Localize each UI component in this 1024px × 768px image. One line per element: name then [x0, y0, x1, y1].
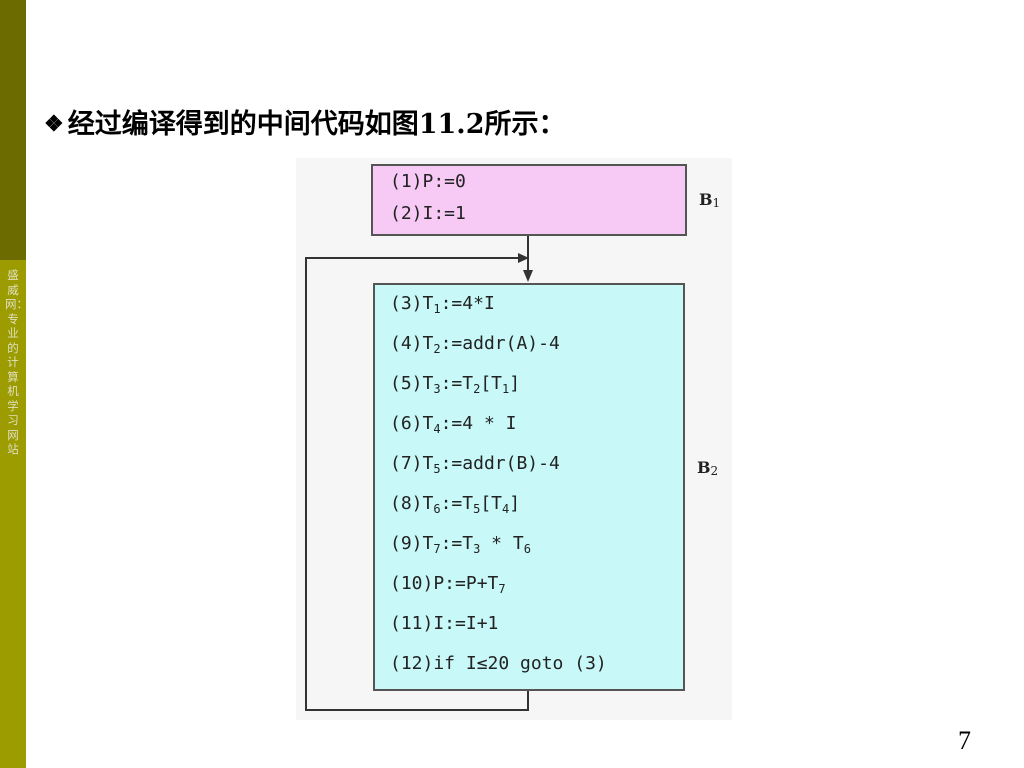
code-line-9: (9)T7:=T3 * T6: [390, 532, 531, 556]
code-subscript: 3: [433, 382, 441, 396]
code-subscript: 4: [433, 422, 441, 436]
code-text: :=4*I: [440, 293, 495, 314]
code-line-12: (12)if I≤20 goto (3): [390, 652, 607, 676]
code-text: (7)T: [390, 453, 434, 474]
code-subscript: 7: [498, 582, 506, 596]
loop-back-edge: [305, 257, 529, 711]
code-text: :=addr(A)-4: [440, 333, 560, 354]
code-subscript: 6: [433, 502, 441, 516]
code-line-1: (1)P:=0: [390, 170, 466, 194]
code-subscript: 3: [473, 542, 481, 556]
code-text: (4)T: [390, 333, 434, 354]
code-subscript: 5: [473, 502, 481, 516]
side-bar-watermark-text: 盛威网：专业的计算机学习网站: [5, 268, 28, 456]
code-text: (2)I:=1: [390, 203, 466, 224]
code-text: :=T: [440, 533, 474, 554]
code-text: (5)T: [390, 373, 434, 394]
code-subscript: 6: [523, 542, 531, 556]
code-line-11: (11)I:=I+1: [390, 612, 498, 636]
code-line-4: (4)T2:=addr(A)-4: [390, 332, 560, 356]
code-text: (6)T: [390, 413, 434, 434]
code-line-2: (2)I:=1: [390, 202, 466, 226]
code-text: * T: [480, 533, 524, 554]
code-text: [T: [480, 493, 503, 514]
code-subscript: 4: [502, 502, 510, 516]
code-line-7: (7)T5:=addr(B)-4: [390, 452, 560, 476]
code-text: (11)I:=I+1: [390, 613, 499, 634]
code-text: :=addr(B)-4: [440, 453, 560, 474]
code-text: [T: [480, 373, 503, 394]
code-line-6: (6)T4:=4 * I: [390, 412, 516, 436]
code-subscript: 5: [433, 462, 441, 476]
code-subscript: 7: [433, 542, 441, 556]
basic-block-b1: [371, 164, 687, 236]
code-subscript: 2: [433, 342, 441, 356]
flow-arrows: [305, 236, 533, 711]
slide-title-text: 经过编译得到的中间代码如图11.2所示：: [67, 109, 566, 140]
slide-title: ❖经过编译得到的中间代码如图11.2所示：: [44, 104, 566, 144]
flow-diagram: (1)P:=0 (2)I:=1 (3)T1:=4*I (4)T2:=addr(A…: [296, 158, 732, 720]
side-bar: 盛威网：专业的计算机学习网站: [0, 0, 28, 768]
code-subscript: 2: [473, 382, 481, 396]
code-text: :=T: [440, 493, 474, 514]
code-text: ]: [509, 373, 521, 394]
diamond-bullet-icon: ❖: [44, 111, 64, 137]
page-number: 7: [958, 726, 971, 755]
code-subscript: 1: [433, 302, 441, 316]
basic-block-b2: [373, 283, 685, 691]
code-line-8: (8)T6:=T5[T4]: [390, 492, 520, 516]
code-text: :=4 * I: [440, 413, 517, 434]
code-text: (8)T: [390, 493, 434, 514]
code-line-3: (3)T1:=4*I: [390, 292, 495, 316]
code-text: (10)P:=P+T: [390, 573, 499, 594]
code-text: (3)T: [390, 293, 434, 314]
code-text: :=T: [440, 373, 474, 394]
b1-to-b2-arrowhead-icon: [523, 270, 533, 282]
block-label-b2: B2: [697, 458, 719, 478]
code-subscript: 1: [502, 382, 510, 396]
code-text: (12)if I≤20 goto (3): [390, 653, 607, 674]
code-text: ]: [509, 493, 521, 514]
loop-back-arrowhead-icon: [518, 253, 529, 263]
block-label-b1: B1: [699, 190, 721, 210]
code-line-10: (10)P:=P+T7: [390, 572, 506, 596]
code-line-5: (5)T3:=T2[T1]: [390, 372, 520, 396]
side-bar-top: [0, 0, 26, 260]
code-text: (9)T: [390, 533, 434, 554]
code-text: (1)P:=0: [390, 171, 466, 192]
side-bar-bottom: [0, 260, 26, 768]
